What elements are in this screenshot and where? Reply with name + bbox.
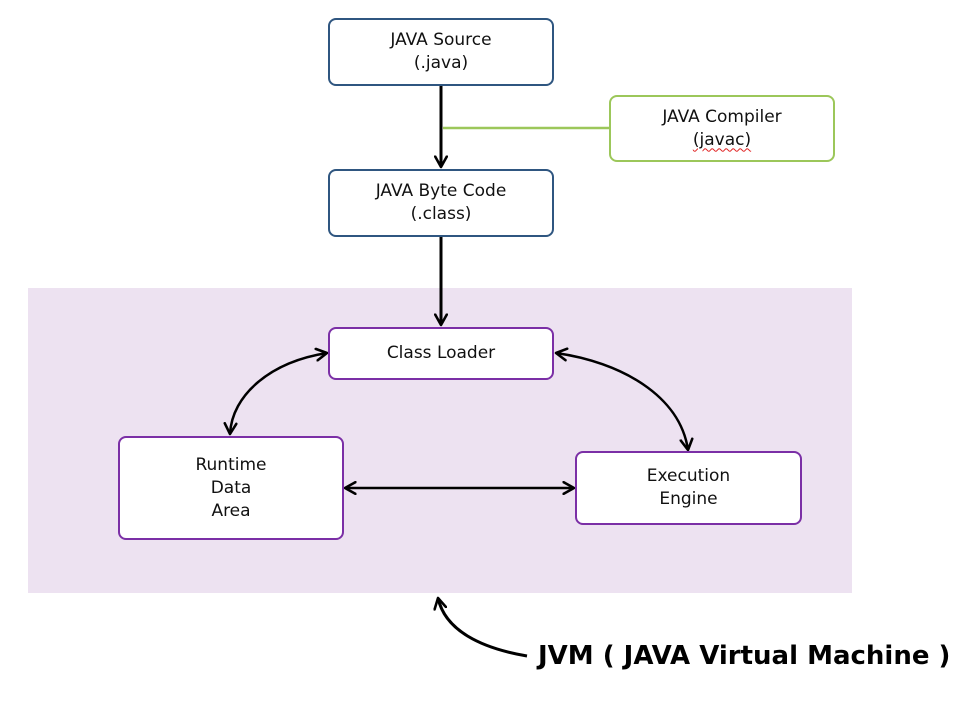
- java-source-box: JAVA Source (.java): [328, 18, 554, 86]
- java-compiler-box: JAVA Compiler (javac): [609, 95, 835, 162]
- java-compiler-command: (javac): [692, 129, 752, 150]
- arrow-jvm-label-pointer: [438, 598, 528, 658]
- arrow-classloader-runtime: [230, 353, 327, 434]
- runtime-data-area-line3: Area: [211, 500, 251, 521]
- runtime-data-area-line1: Runtime: [195, 454, 267, 475]
- java-source-label: JAVA Source: [390, 30, 492, 50]
- runtime-data-area-line2: Data: [210, 477, 252, 498]
- execution-engine-box: Execution Engine: [575, 451, 802, 525]
- jvm-label: JVM ( JAVA Virtual Machine ): [538, 641, 951, 671]
- java-compiler-label: JAVA Compiler: [662, 106, 782, 127]
- java-source-extension: (.java): [413, 53, 469, 73]
- class-loader-box: Class Loader: [328, 327, 554, 380]
- arrow-classloader-execution: [556, 353, 688, 450]
- java-byte-code-extension: (.class): [410, 204, 472, 224]
- execution-engine-line1: Execution: [646, 466, 731, 486]
- runtime-data-area-box: Runtime Data Area: [118, 436, 344, 540]
- java-byte-code-box: JAVA Byte Code (.class): [328, 169, 554, 237]
- java-byte-code-label: JAVA Byte Code: [375, 181, 507, 201]
- execution-engine-line2: Engine: [659, 489, 718, 509]
- class-loader-label: Class Loader: [386, 343, 496, 363]
